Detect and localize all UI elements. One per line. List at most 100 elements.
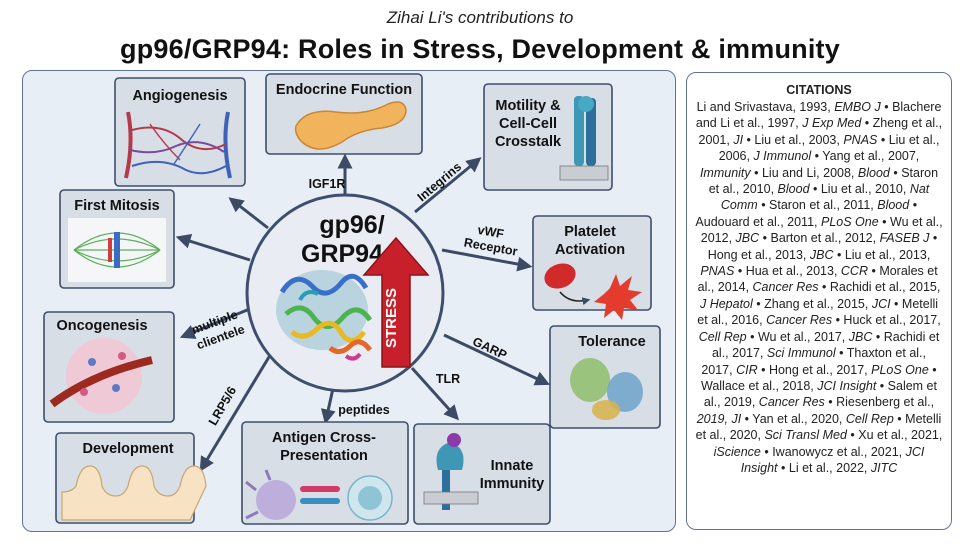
platelet-line1: Platelet xyxy=(564,224,616,240)
citation-journal: EMBO J xyxy=(834,100,881,114)
citations-panel: CITATIONS Li and Srivastava, 1993, EMBO … xyxy=(686,72,952,530)
citation-entry: Yan et al., 2020, Cell Rep xyxy=(752,412,894,426)
arrow-innate xyxy=(410,366,460,421)
citation-journal: PLoS One xyxy=(820,214,879,229)
citation-text: Wu et al., 2012, xyxy=(700,214,943,246)
citation-journal: JITC xyxy=(870,460,898,475)
citation-entry: Metelli et al., 2016, Cancer Res xyxy=(697,297,938,327)
citation-text: Yang et al., 2007, xyxy=(822,149,920,164)
citation-text: Zheng et al., 2001, xyxy=(698,116,943,147)
label-vwf-1: vWF xyxy=(476,223,505,241)
citation-entry: Morales et al., 2014, Cancer Res xyxy=(698,264,938,294)
development-title: Development xyxy=(82,441,173,457)
citation-text: Liu et al., 2013, xyxy=(844,247,931,262)
citation-entry: Xu et al., 2021, iScience xyxy=(714,428,943,458)
protein-structure-icon xyxy=(276,270,373,361)
integrin-icon xyxy=(559,96,609,181)
citations-heading: CITATIONS xyxy=(786,83,852,97)
motility-line3: Crosstalk xyxy=(495,134,562,150)
citation-journal: J Immunol xyxy=(753,149,812,164)
citation-text: Metelli et al., 2020, xyxy=(695,411,942,443)
citation-journal: CIR xyxy=(736,362,758,377)
citation-journal: JCI xyxy=(871,296,891,311)
citation-text: Barton et al., 2012, xyxy=(770,231,880,246)
motility-line1: Motility & xyxy=(495,98,561,114)
pancreas-icon xyxy=(294,101,407,150)
citation-journal: Blood xyxy=(777,182,810,197)
citation-text: Salem et al., 2019, xyxy=(703,378,937,410)
citation-text: Riesenberg et al., xyxy=(836,395,935,410)
citation-entry: Yang et al., 2007, Immunity xyxy=(700,149,919,179)
citation-entry: Wallace et al., 2018, JCI Insight xyxy=(701,379,876,393)
citation-journal: Sci Transl Med xyxy=(764,428,847,443)
arrow-mitosis xyxy=(175,233,251,262)
citation-entry: Liu et al., 2006, J Immunol xyxy=(719,133,940,163)
motility-line2: Cell-Cell xyxy=(499,116,557,132)
citation-journal: Cancer Res xyxy=(752,280,819,295)
citation-text: Metelli et al., 2016, xyxy=(697,296,939,328)
citation-entry: Staron et al., 2010, Blood xyxy=(709,166,938,196)
citation-entry: Liu et al., 2003, PNAS xyxy=(754,133,877,147)
citation-journal: PNAS xyxy=(700,264,735,279)
citation-text: Morales et al., 2014, xyxy=(697,264,938,295)
mitosis-title: First Mitosis xyxy=(74,198,159,214)
innate-line1: Innate xyxy=(491,458,534,474)
citations-body: Li and Srivastava, 1993, EMBO J • Blache… xyxy=(695,100,943,475)
citation-text: Xu et al., 2021, xyxy=(858,428,943,443)
citation-text: Huck et al., 2017, xyxy=(843,313,941,328)
citation-entry: Wu et al., 2012, JBC xyxy=(701,215,943,245)
label-lrp: LRP5/6 xyxy=(206,384,239,428)
citation-journal: J Exp Med xyxy=(802,116,862,131)
citation-text: Hong et al., 2013, xyxy=(707,247,810,262)
citation-entry: Liu et al., 2013, PNAS xyxy=(700,248,930,278)
citation-entry: Liu and Li, 2008, Blood xyxy=(762,166,890,180)
arrow-oncogenesis xyxy=(179,306,253,339)
citation-journal: Nat Comm xyxy=(720,182,930,213)
citation-entry: Zhang et al., 2015, JCI xyxy=(764,297,890,311)
citation-journal: FASEB J xyxy=(879,231,930,246)
citation-entry: Rachidi et al., 2015, J Hepatol xyxy=(700,280,940,310)
arrow-development xyxy=(199,351,274,472)
citation-entry: Li and Srivastava, 1993, EMBO J xyxy=(697,100,881,114)
citation-text: Liu et al., 2006, xyxy=(718,132,940,164)
citation-journal: JCI Insight xyxy=(740,444,925,475)
citation-entry: Staron et al., 2011, Blood xyxy=(769,198,909,212)
citation-entry: Thaxton et al., 2017, CIR xyxy=(701,346,926,376)
header-subtitle: Zihai Li's contributions to xyxy=(386,8,574,27)
citation-text: Iwanowycz et al., 2021, xyxy=(772,444,906,459)
citation-entry: Rachidi et al., 2017, Sci Immunol xyxy=(712,330,939,360)
box-development: Development xyxy=(55,432,207,524)
arrow-platelet xyxy=(441,248,533,272)
citation-journal: Immunity xyxy=(699,165,751,180)
citation-entry: Iwanowycz et al., 2021, JCI Insight xyxy=(741,445,925,475)
citation-text: Liu et al., 2003, xyxy=(754,132,844,147)
citation-journal: JBC xyxy=(848,329,873,344)
citation-journal: Blood xyxy=(857,165,890,180)
citation-text: Wu et al., 2017, xyxy=(757,329,849,344)
platelet-icon xyxy=(544,263,576,289)
tumor-icon xyxy=(49,338,153,414)
citation-journal: Blood xyxy=(877,198,910,213)
citation-text: Thaxton et al., 2017, xyxy=(701,346,926,377)
citation-text: Li and Srivastava, 1993, xyxy=(696,100,835,114)
citation-text: Audouard et al., 2011, xyxy=(695,214,821,229)
citation-entry: Blachere and Li et al., 1997, J Exp Med xyxy=(696,100,942,130)
citation-text: Staron et al., 2011, xyxy=(769,198,878,213)
box-innate: Innate Immunity xyxy=(413,423,551,525)
label-igf1r: IGF1R xyxy=(309,177,346,191)
citation-journal: Cancer Res xyxy=(766,313,833,328)
citation-entry: Barton et al., 2012, FASEB J xyxy=(770,231,929,245)
citation-text: Rachidi et al., 2017, xyxy=(711,329,940,361)
citation-journal: Sci Immunol xyxy=(766,346,836,361)
center-line1: gp96/ xyxy=(319,211,384,239)
citation-journal: J Hepatol xyxy=(699,296,753,311)
platelet-line2: Activation xyxy=(555,242,625,258)
citation-journal: PNAS xyxy=(843,132,878,147)
protein-complex-icon xyxy=(570,358,643,420)
stress-arrow: STRESS xyxy=(362,236,430,368)
antigen-presenting-cell-icon xyxy=(245,469,393,521)
citation-text: Wallace et al., 2018, xyxy=(700,378,818,393)
label-peptides: peptides xyxy=(338,403,389,417)
box-angiogenesis: Angiogenesis xyxy=(114,77,246,187)
